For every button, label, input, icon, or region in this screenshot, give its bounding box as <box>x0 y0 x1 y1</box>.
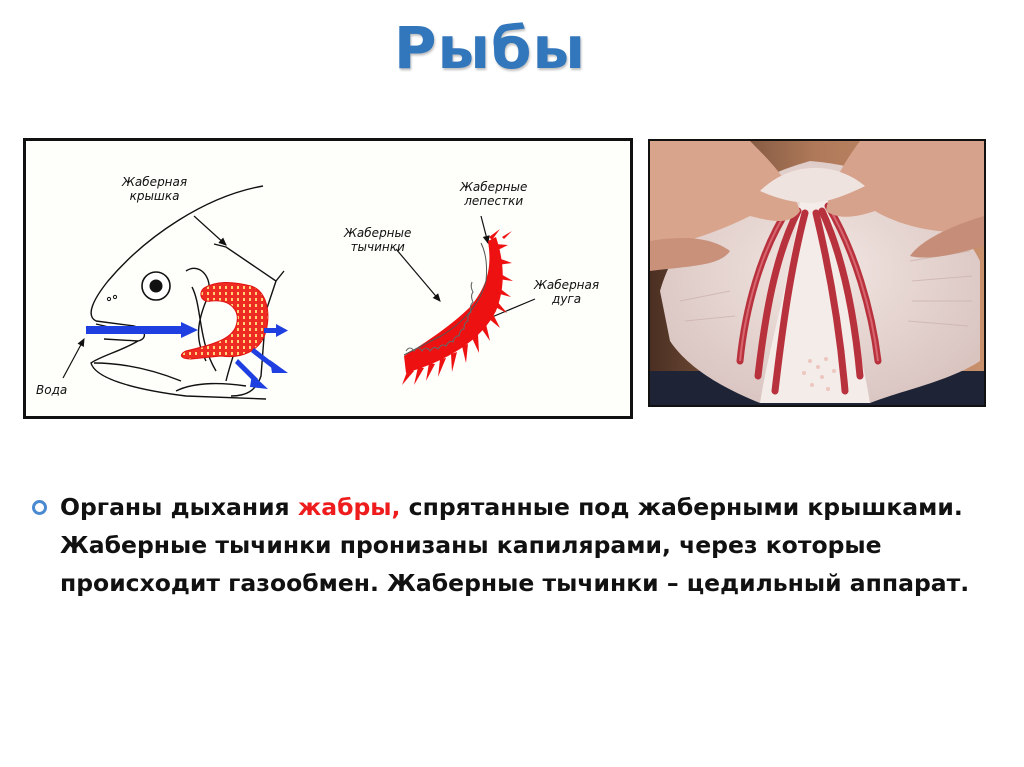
gill-filaments-red <box>180 282 269 360</box>
bullet-text-rest: спрятанные под жаберными крышками. Жабер… <box>60 493 970 597</box>
gill-diagram-illustration <box>62 185 536 400</box>
label-gill-arch: Жаберная дуга <box>534 278 600 306</box>
label-gill-filaments: Жаберные лепестки <box>460 180 528 208</box>
label-gill-rakers: Жаберные тычинки <box>344 226 412 254</box>
slide-title: Рыбы <box>394 14 586 82</box>
label-operculum: Жаберная крышка <box>122 175 188 203</box>
label-water: Вода <box>36 383 68 397</box>
bullet-text-start: Органы дыхания <box>60 493 298 521</box>
fish-gills-photo-image <box>650 141 984 405</box>
water-flow-arrows <box>86 322 288 389</box>
bullet-item: Органы дыхания жабры, спрятанные под жаб… <box>28 488 988 602</box>
bullet-accent-word: жабры, <box>297 493 401 521</box>
gill-arch-drawing <box>402 229 513 385</box>
hollow-circle-bullet-icon <box>32 500 47 515</box>
gill-diagram: Жаберная крышка Вода Жаберные тычинки Жа… <box>23 138 633 419</box>
bullet-text: Органы дыхания жабры, спрятанные под жаб… <box>60 488 980 602</box>
fish-gills-photo <box>648 139 986 407</box>
